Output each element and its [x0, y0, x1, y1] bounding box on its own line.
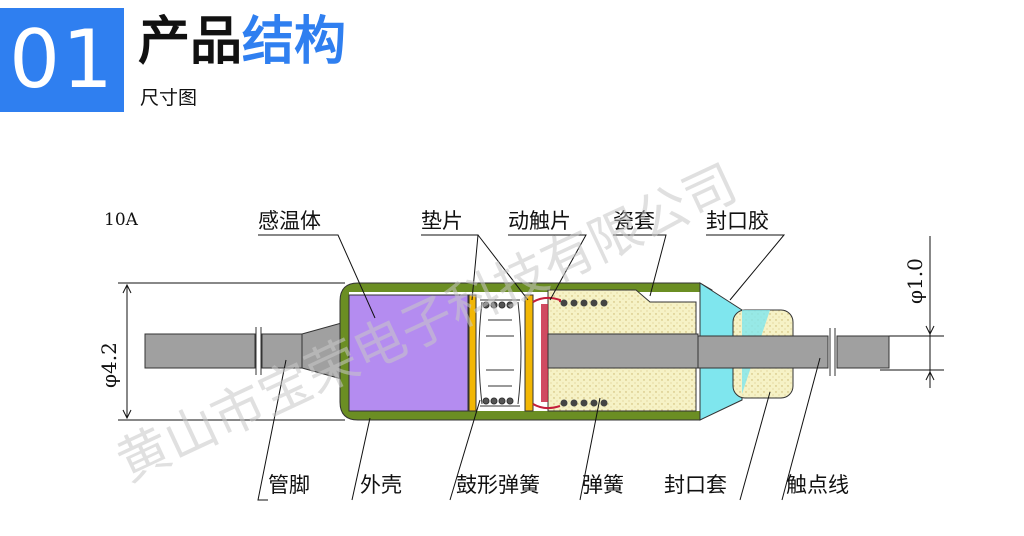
label-shell: 外壳: [360, 473, 402, 497]
gasket-right: [524, 294, 534, 412]
label-sensor: 感温体: [258, 209, 321, 233]
label-lead-wire: 触点线: [786, 473, 849, 497]
label-pin: 管脚: [268, 473, 310, 497]
rating-label: 10A: [104, 210, 139, 230]
title-part-black: 产品: [138, 12, 243, 72]
moving-contact: [532, 296, 561, 410]
section-number-badge: 01: [0, 8, 124, 112]
label-gasket: 垫片: [421, 209, 463, 233]
coil-spring: [560, 299, 608, 407]
drum-spring: [478, 299, 522, 407]
bottom-leader-lines: [257, 357, 821, 501]
label-sealant: 封口胶: [706, 209, 769, 233]
title-part-blue: 结构: [242, 12, 347, 72]
sensor-body: [348, 294, 469, 412]
label-sealing-cap: 封口套: [664, 473, 727, 497]
lead-dimension: [880, 236, 944, 388]
contact-strip: [541, 304, 548, 402]
section-title: 产品结构: [138, 10, 346, 74]
left-lead-pin: [144, 321, 346, 381]
diameter-value: φ4.2: [97, 342, 121, 388]
section-subtitle: 尺寸图: [140, 87, 198, 109]
label-spring: 弹簧: [582, 473, 624, 497]
label-moving-contact: 动触片: [508, 209, 571, 233]
label-ceramic: 瓷套: [613, 209, 655, 233]
right-lead-wire: [697, 328, 890, 376]
contact-rod: [547, 333, 699, 369]
diameter-dimension: [118, 282, 345, 421]
top-leader-lines: [258, 234, 786, 319]
lead-diameter-value: φ1.0: [903, 258, 927, 304]
label-drum-spring: 鼓形弹簧: [456, 473, 540, 497]
